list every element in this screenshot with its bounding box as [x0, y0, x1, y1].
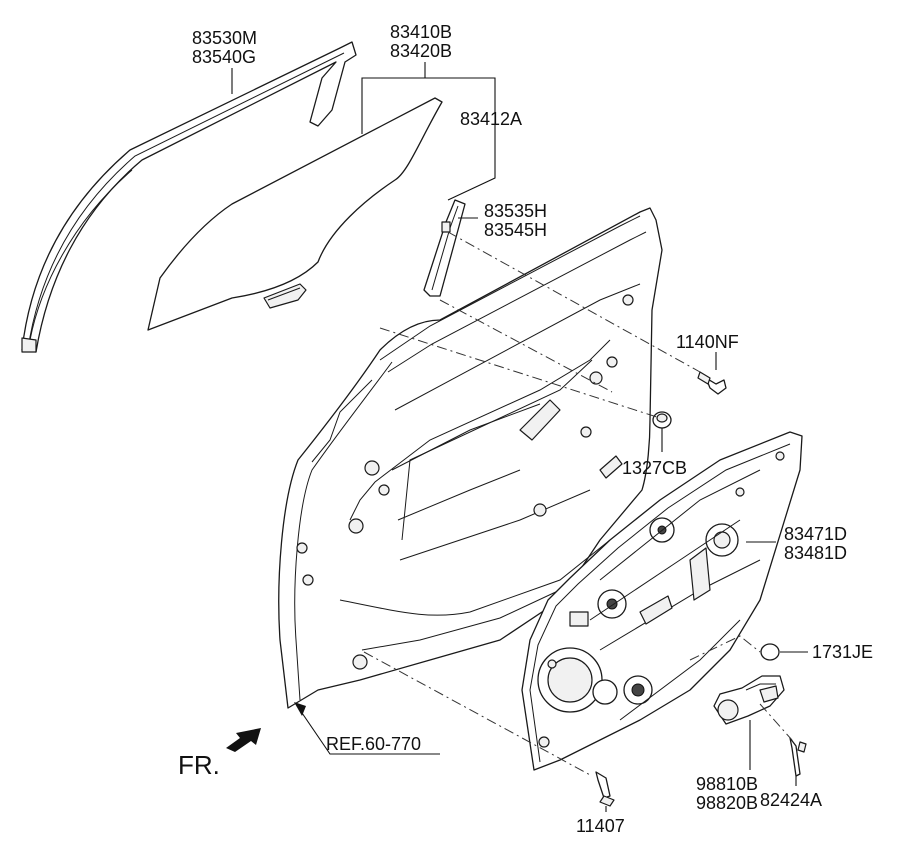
label-83530M: 83530M — [192, 28, 257, 48]
label-83540G: 83540G — [192, 47, 256, 67]
grommet-1327CB — [652, 411, 672, 429]
label-98820B: 98820B — [696, 793, 758, 813]
label-82424A: 82424A — [760, 790, 822, 810]
label-83471D: 83471D — [784, 524, 847, 544]
label-98810B: 98810B — [696, 774, 758, 794]
leader-lines — [231, 62, 808, 812]
regulator-motor — [713, 675, 785, 725]
bolt-11407 — [595, 771, 615, 807]
label-83535H: 83535H — [484, 201, 547, 221]
plug-1731JE — [760, 643, 780, 661]
label-83420B: 83420B — [390, 41, 452, 61]
label-front: FR. — [178, 750, 220, 780]
label-83412A: 83412A — [460, 109, 522, 129]
label-1327CB: 1327CB — [622, 458, 687, 478]
bolt-82424A — [789, 737, 807, 777]
label-11407: 11407 — [576, 816, 625, 836]
label-ref: REF.60-770 — [326, 734, 421, 754]
part-labels: 83530M 83540G 83410B 83420B 83412A 83535… — [178, 22, 873, 836]
rear-glass-channel — [423, 199, 466, 297]
label-83410B: 83410B — [390, 22, 452, 42]
label-1731JE: 1731JE — [812, 642, 873, 662]
window-regulator-module — [521, 431, 803, 771]
door-frame-moulding — [21, 41, 357, 353]
door-glass — [147, 97, 443, 331]
ref-pointer-icon — [294, 702, 306, 716]
label-1140NF: 1140NF — [676, 332, 739, 352]
label-83545H: 83545H — [484, 220, 547, 240]
label-83481D: 83481D — [784, 543, 847, 563]
arrow-down-left-icon — [226, 728, 261, 752]
bolt-1140NF — [697, 371, 727, 395]
alignment-lines — [363, 231, 793, 777]
